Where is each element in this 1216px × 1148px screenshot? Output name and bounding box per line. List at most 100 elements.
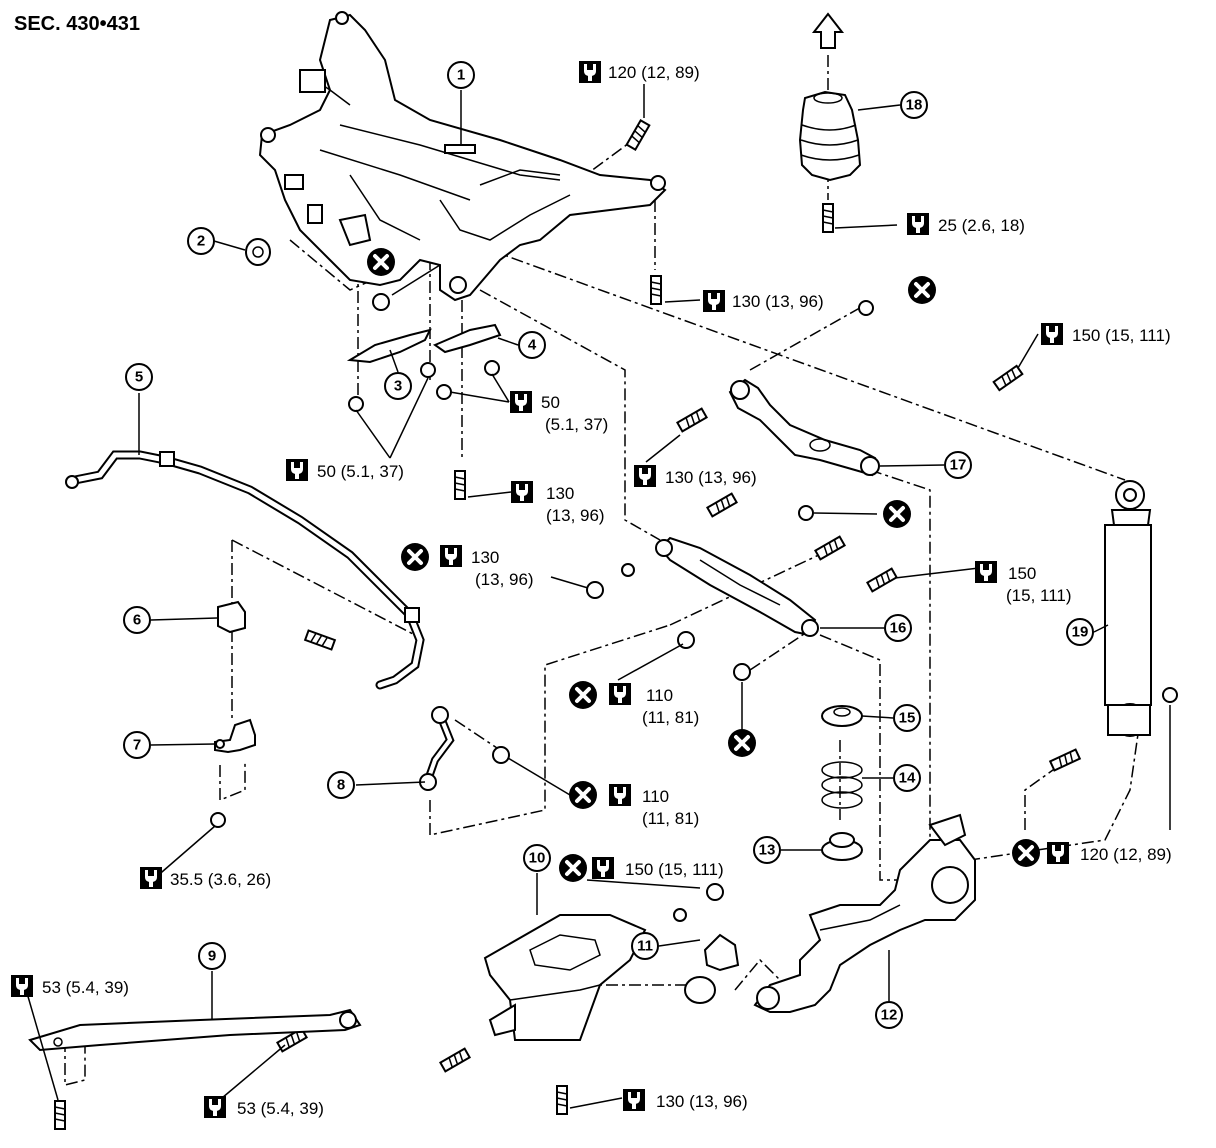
svg-text:130: 130 — [546, 484, 574, 503]
torque-spec-clamp-bolt: 35.5 (3.6, 26) — [140, 867, 271, 889]
torque-spec-lower-link-nut: 130 (13, 96) — [399, 541, 534, 589]
callout-2: 2 — [187, 227, 215, 255]
torque-spec-lower-shock: 120 (12, 89) — [1010, 837, 1172, 869]
svg-text:150: 150 — [1008, 564, 1036, 583]
callout-6: 6 — [123, 606, 151, 634]
callout-1: 1 — [447, 61, 475, 89]
svg-text:9: 9 — [208, 948, 216, 965]
callout-4: 4 — [518, 331, 546, 359]
svg-text:110: 110 — [642, 787, 669, 806]
svg-text:5: 5 — [135, 369, 143, 386]
stabilizer-connecting-rod — [419, 706, 455, 791]
callout-numbers: 1 2 3 4 5 6 7 8 9 10 11 12 13 14 15 16 1… — [123, 61, 1094, 1029]
bump-stopper — [798, 90, 862, 182]
svg-text:25 (2.6, 18): 25 (2.6, 18) — [938, 216, 1025, 235]
svg-text:11: 11 — [637, 938, 653, 955]
torque-spec-vertical-bolt: 130 (13, 96) — [511, 481, 605, 525]
callout-12: 12 — [875, 1001, 903, 1029]
svg-text:(15, 111): (15, 111) — [1006, 586, 1072, 605]
torque-spec-member-bolt: 130 (13, 96) — [703, 290, 824, 312]
callout-11: 11 — [631, 932, 659, 960]
torque-spec-bolt-upper: 120 (12, 89) — [579, 61, 700, 83]
callout-17: 17 — [944, 451, 972, 479]
callout-10: 10 — [523, 844, 551, 872]
torque-spec-upper-shock: 150 (15, 111) — [1041, 323, 1171, 345]
stabilizer-bushing — [217, 600, 246, 634]
do-not-reuse-icon — [726, 727, 758, 759]
svg-text:10: 10 — [529, 850, 546, 867]
stabilizer-bar — [65, 450, 425, 690]
svg-text:2: 2 — [197, 233, 205, 250]
do-not-reuse-icon — [1010, 837, 1042, 869]
svg-text:53 (5.4, 39): 53 (5.4, 39) — [42, 978, 129, 997]
spring-lower-seat — [821, 832, 863, 861]
torque-spec-rod-nut-b: 110 (11, 81) — [567, 779, 699, 828]
do-not-reuse-icon — [365, 246, 397, 278]
svg-text:120 (12, 89): 120 (12, 89) — [1080, 845, 1172, 864]
svg-text:130 (13, 96): 130 (13, 96) — [732, 292, 824, 311]
upper-link — [728, 378, 880, 477]
torque-spec-upper-link-bolt: 130 (13, 96) — [634, 465, 757, 487]
callout-16: 16 — [884, 614, 912, 642]
svg-text:(13, 96): (13, 96) — [546, 506, 605, 525]
stabilizer-clamp — [214, 718, 256, 754]
svg-text:4: 4 — [528, 337, 537, 354]
svg-text:18: 18 — [906, 97, 923, 114]
callout-9: 9 — [198, 942, 226, 970]
svg-text:1: 1 — [457, 67, 465, 84]
bracket-3 — [346, 328, 432, 364]
torque-wrench-icon — [907, 213, 929, 235]
svg-text:50: 50 — [541, 393, 560, 412]
torque-specs: 120 (12, 89) 25 (2.6, 18) 130 (13, 96) 1… — [11, 61, 1172, 1118]
do-not-reuse-icon — [399, 541, 431, 573]
svg-text:130 (13, 96): 130 (13, 96) — [656, 1092, 748, 1111]
torque-wrench-icon — [11, 975, 33, 997]
do-not-reuse-icon — [881, 498, 913, 530]
svg-text:7: 7 — [133, 737, 141, 754]
torque-spec-bracket-3: 50 (5.1, 37) — [286, 459, 404, 481]
torque-wrench-icon — [140, 867, 162, 889]
torque-wrench-icon — [609, 683, 631, 705]
svg-text:19: 19 — [1072, 624, 1089, 641]
svg-text:(11, 81): (11, 81) — [642, 809, 699, 828]
do-not-reuse-icon — [557, 852, 589, 884]
svg-text:35.5 (3.6, 26): 35.5 (3.6, 26) — [170, 870, 271, 889]
svg-text:15: 15 — [899, 710, 916, 727]
shock-absorber — [1104, 480, 1152, 737]
radius-rod-bracket — [483, 914, 647, 1041]
torque-spec-rod-bolt-a: 53 (5.4, 39) — [11, 975, 129, 997]
lower-link — [655, 536, 819, 637]
torque-spec-link-nut-a: 110 (11, 81) — [567, 679, 699, 727]
do-not-reuse-icon — [906, 274, 938, 306]
callout-5: 5 — [125, 363, 153, 391]
svg-text:(5.1, 37): (5.1, 37) — [545, 415, 608, 434]
callout-3: 3 — [384, 372, 412, 400]
radius-rod — [28, 1008, 362, 1052]
torque-wrench-icon — [609, 784, 631, 806]
svg-text:6: 6 — [133, 612, 141, 629]
torque-spec-rod-bolt-b: 53 (5.4, 39) — [204, 1096, 324, 1118]
torque-wrench-icon — [511, 481, 533, 503]
torque-wrench-icon — [1047, 842, 1069, 864]
svg-text:17: 17 — [950, 457, 967, 474]
coil-spring — [821, 761, 863, 809]
svg-text:(13, 96): (13, 96) — [475, 570, 534, 589]
torque-wrench-icon — [579, 61, 601, 83]
torque-wrench-icon — [592, 857, 614, 879]
nut-group — [210, 293, 1178, 922]
callout-8: 8 — [327, 771, 355, 799]
no-reuse-marks — [365, 246, 938, 759]
callout-15: 15 — [893, 704, 921, 732]
torque-wrench-icon — [510, 391, 532, 413]
callout-13: 13 — [753, 836, 781, 864]
torque-spec-bracket-bolt: 130 (13, 96) — [623, 1089, 748, 1111]
svg-text:150 (15, 111): 150 (15, 111) — [625, 860, 724, 879]
spring-upper-seat — [821, 705, 863, 727]
section-title: SEC. 430•431 — [14, 13, 140, 35]
suspension-member — [258, 11, 667, 302]
torque-spec-bracket-nuts: 50 (5.1, 37) — [510, 391, 608, 434]
torque-wrench-icon — [634, 465, 656, 487]
torque-wrench-icon — [623, 1089, 645, 1111]
